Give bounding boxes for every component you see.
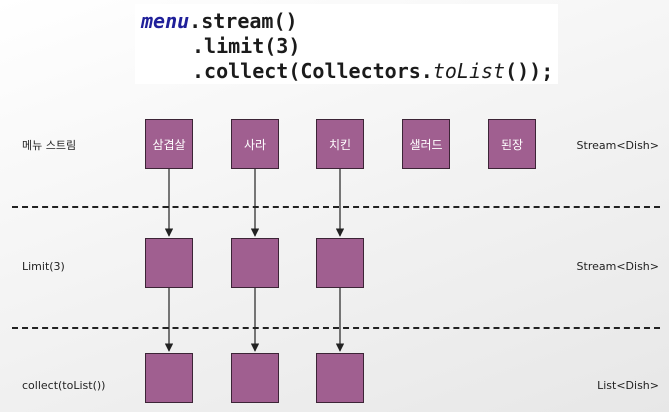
list-box-2 (231, 353, 279, 403)
stream-box-4: 샐러드 (402, 119, 450, 169)
code-tolist: toList (432, 59, 506, 83)
stream-box-1: 삼겹살 (145, 119, 193, 169)
code-snippet: menu.stream() .limit(3) .collect(Collect… (135, 4, 558, 84)
code-line-3: .collect(Collectors.toList()); (192, 59, 553, 84)
code-collect-prefix: .collect(Collectors. (192, 59, 433, 83)
code-line-1: menu.stream() (141, 9, 298, 34)
stream-box-3: 치킨 (316, 119, 364, 169)
row-type-stream-1: Stream<Dish> (576, 139, 659, 152)
row-type-stream-2: Stream<Dish> (576, 260, 659, 273)
limit-box-2 (231, 238, 279, 288)
list-box-1 (145, 353, 193, 403)
code-collect-suffix: ()); (505, 59, 554, 83)
code-line-2: .limit(3) (192, 34, 301, 58)
row-label-collect: collect(toList()) (22, 379, 106, 392)
row-label-menu-stream: 메뉴 스트림 (22, 139, 77, 152)
limit-box-3 (316, 238, 364, 288)
stream-box-5: 된장 (488, 119, 536, 169)
limit-box-1 (145, 238, 193, 288)
list-box-3 (316, 353, 364, 403)
stage-divider-2 (12, 327, 660, 329)
code-receiver: menu (141, 9, 190, 33)
stream-box-2: 사라 (231, 119, 279, 169)
row-type-list: List<Dish> (597, 379, 659, 392)
code-stream-call: .stream() (189, 9, 298, 33)
stage-divider-1 (12, 206, 660, 208)
row-label-limit: Limit(3) (22, 260, 65, 273)
